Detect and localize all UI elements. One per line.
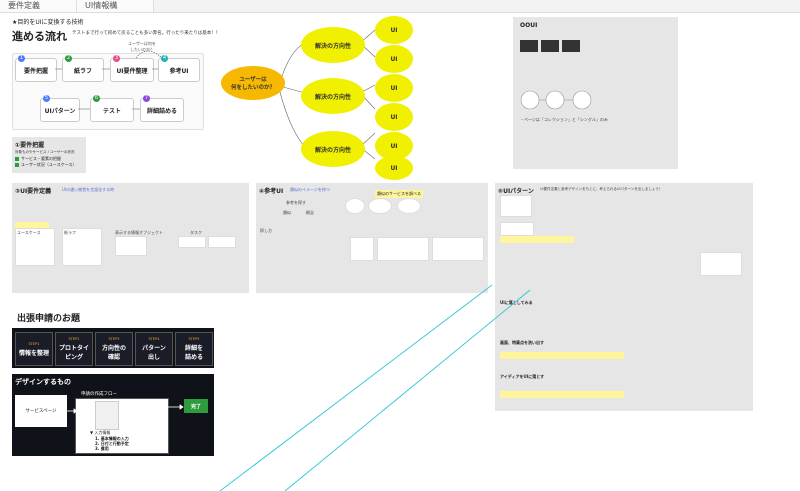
reference-ui-title: ④参考UI bbox=[259, 188, 284, 195]
board-caption: ★目的をUIに変換する技術 bbox=[12, 19, 84, 26]
step-number-5: 5 bbox=[43, 95, 50, 102]
ui-requirements-title: ③UI要件定義 bbox=[15, 188, 52, 195]
mindmap-leaf-6[interactable]: UI bbox=[375, 156, 413, 180]
mindmap-branch-1[interactable]: 解決の方向性 bbox=[301, 27, 365, 63]
flow-note-user: ユーザーは何を したいのか？ bbox=[128, 41, 156, 52]
step-number-4: 4 bbox=[161, 55, 168, 62]
flow-arrows bbox=[55, 50, 163, 110]
step-7[interactable]: 詳細詰める bbox=[140, 98, 184, 122]
ooui-title: OOUI bbox=[520, 22, 538, 29]
ui-patterns-side-card bbox=[700, 252, 742, 276]
requirements-line-1: 対象ものやサービス / ユーザーの状況 bbox=[15, 150, 75, 154]
ooui-diagram bbox=[520, 90, 592, 110]
requirements-check-2: ユーザー状況（ユースケース） bbox=[15, 162, 77, 168]
panel3-task-label: タスク bbox=[190, 230, 202, 235]
panel3-object-label: 表示する情報オブジェクト bbox=[115, 230, 163, 235]
design-flow-label: 申請の作成フロー bbox=[81, 392, 117, 397]
ui-patterns-title: ⑤UIパターン bbox=[498, 188, 534, 195]
design-item-1: 1. 基本情報の入力 bbox=[95, 436, 129, 441]
reference-similar-label: 類似 bbox=[283, 210, 291, 215]
tab-ui-structure[interactable]: UI情報構 bbox=[77, 0, 154, 12]
reference-concept-label: 概念 bbox=[306, 210, 314, 215]
step-number-6: 6 bbox=[93, 95, 100, 102]
ui-patterns-sub-2: 画面、特異点を洗い出す bbox=[500, 340, 544, 345]
step-5[interactable]: UIパターン bbox=[40, 98, 80, 122]
mindmap-leaf-5[interactable]: UI bbox=[375, 132, 413, 160]
mindmap-leaf-2[interactable]: UI bbox=[375, 45, 413, 73]
requirements-panel bbox=[12, 137, 86, 173]
mindmap-leaf-4[interactable]: UI bbox=[375, 103, 413, 131]
step-3[interactable]: UI要件整理 bbox=[110, 58, 154, 82]
ooui-footer: ・ページは「コレクション」と「シングル」のみ bbox=[520, 117, 608, 122]
panel3-usecase-card bbox=[15, 228, 55, 266]
step-2[interactable]: 紙ラフ bbox=[62, 58, 104, 82]
step-1[interactable]: 要件把握 bbox=[15, 58, 57, 82]
design-done-button[interactable]: 完了 bbox=[184, 399, 208, 413]
ui-patterns-panel bbox=[495, 183, 753, 411]
panel3-object-card bbox=[115, 236, 147, 256]
reference-screenshot-3 bbox=[432, 237, 484, 261]
step-6[interactable]: テスト bbox=[90, 98, 134, 122]
design-form-preview bbox=[95, 401, 119, 430]
design-arrows bbox=[67, 404, 184, 414]
design-input-title: ▼ 入力情報 bbox=[90, 430, 111, 435]
step-4[interactable]: 参考UI bbox=[158, 58, 200, 82]
mindmap-leaf-1[interactable]: UI bbox=[375, 16, 413, 44]
tab-bar bbox=[0, 0, 800, 13]
flow-note-top: テストまで行って初めて戻ることも多い弊名。行ったり来たりは基本！！ bbox=[72, 31, 221, 36]
flow-title: 進める流れ bbox=[12, 30, 67, 43]
panel3-sticky-note bbox=[15, 222, 49, 229]
ooui-thumb-1 bbox=[520, 40, 538, 52]
reference-ui-subtitle: 類似のイメージを持つ bbox=[290, 187, 330, 192]
reference-howto-label: 探し方 bbox=[260, 228, 272, 233]
trip-title: 出張申請のお題 bbox=[17, 314, 81, 324]
reference-node-1 bbox=[345, 198, 365, 214]
ooui-panel bbox=[513, 17, 678, 169]
requirements-check-1: サービス・要素の把握 bbox=[15, 156, 61, 162]
step-number-1: 1 bbox=[18, 55, 25, 62]
ui-patterns-highlight-2 bbox=[500, 352, 624, 359]
reference-screenshot-2 bbox=[377, 237, 429, 261]
mindmap-center[interactable]: ユーザーは 何をしたいのか？ bbox=[221, 66, 285, 100]
design-item-2: 2. 日付と行動予定 bbox=[95, 441, 129, 446]
mindmap-branch-2[interactable]: 解決の方向性 bbox=[301, 78, 365, 114]
step-number-2: 2 bbox=[65, 55, 72, 62]
design-title: デザインするもの bbox=[15, 378, 71, 386]
panel3-sketch-label: 紙ラフ bbox=[64, 230, 76, 235]
ui-patterns-sub-3: アイディアをUIに落とす bbox=[500, 374, 545, 379]
requirements-title: ①要件把握 bbox=[15, 142, 45, 149]
panel3-usecase-label: ユースケース bbox=[17, 230, 41, 235]
ooui-thumb-2 bbox=[541, 40, 559, 52]
ui-requirements-subtitle: UIの違い感覚を言語化する時 bbox=[62, 187, 115, 192]
design-item-3: 3. 費用 bbox=[95, 446, 109, 451]
mindmap-branch-3[interactable]: 解決の方向性 bbox=[301, 131, 365, 167]
ui-patterns-highlight bbox=[500, 236, 574, 243]
ui-patterns-highlight-3 bbox=[500, 391, 624, 398]
step-number-3: 3 bbox=[113, 55, 120, 62]
ui-patterns-label-card bbox=[500, 222, 534, 236]
mindmap-leaf-3[interactable]: UI bbox=[375, 74, 413, 102]
reference-sticky-note: 類似のサービスを調べる bbox=[375, 190, 423, 198]
panel3-sketch-card bbox=[62, 228, 102, 266]
tab-requirements[interactable]: 要件定義 bbox=[0, 0, 77, 12]
ui-patterns-sub-1: UIに落としてみる bbox=[500, 300, 533, 305]
panel3-task-card-2 bbox=[208, 236, 236, 248]
reference-find-label: 参考を探す bbox=[286, 200, 306, 205]
step-number-7: 7 bbox=[143, 95, 150, 102]
design-flow-frame bbox=[75, 398, 169, 454]
ui-patterns-card bbox=[500, 195, 532, 217]
design-service-page[interactable]: サービスページ bbox=[15, 395, 67, 427]
reference-node-3 bbox=[397, 198, 421, 214]
reference-screenshot-1 bbox=[350, 237, 374, 261]
ooui-thumb-3 bbox=[562, 40, 580, 52]
panel3-task-card-1 bbox=[178, 236, 206, 248]
ui-patterns-subtitle: UI要件定義と参考デザインをもとに、考えられるUIパターンを出しましょう！ bbox=[540, 187, 663, 191]
reference-node-2 bbox=[368, 198, 392, 214]
